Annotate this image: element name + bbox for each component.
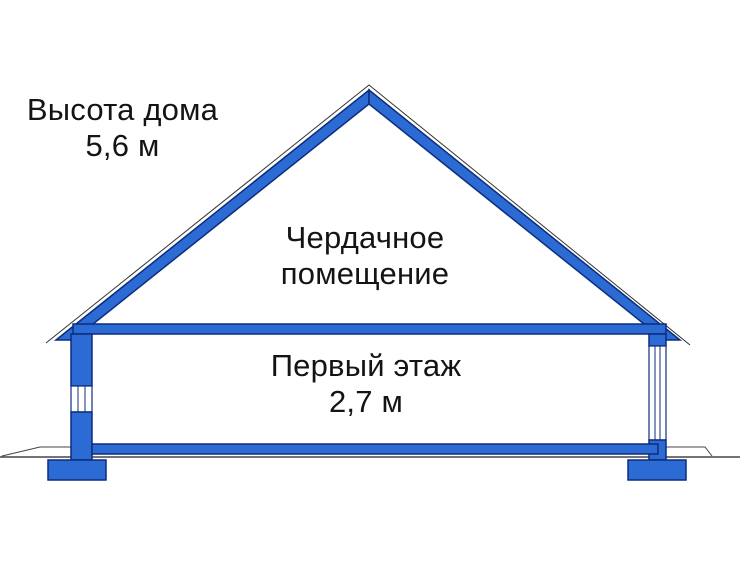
house-height-label: Высота дома 5,6 м — [0, 92, 245, 164]
left-wall-lower — [70, 411, 93, 461]
left-wall — [70, 333, 93, 461]
right-wall-top — [648, 333, 667, 347]
right-wall — [648, 333, 667, 461]
right-window — [648, 345, 667, 441]
roof — [53, 88, 683, 341]
attic-label-line1: Чердачное — [285, 220, 445, 255]
first-floor-title: Первый этаж — [270, 348, 462, 383]
attic-label: Чердачное помещение — [240, 220, 490, 292]
first-floor-label: Первый этаж 2,7 м — [232, 348, 500, 420]
floor-slab — [91, 443, 659, 455]
house-height-title: Высота дома — [26, 92, 219, 127]
ceiling-slab — [72, 323, 667, 335]
attic-label-line2: помещение — [280, 256, 450, 291]
left-wall-upper — [70, 333, 93, 387]
ground-slope-right — [665, 446, 713, 457]
ground-slope-left — [1, 446, 72, 457]
left-window — [70, 385, 93, 413]
right-foundation — [627, 459, 687, 481]
first-floor-height: 2,7 м — [328, 384, 404, 419]
roof-right-rafter — [368, 88, 683, 341]
left-foundation — [47, 459, 107, 481]
roof-outer-line — [45, 84, 691, 346]
house-height-value: 5,6 м — [85, 128, 160, 163]
